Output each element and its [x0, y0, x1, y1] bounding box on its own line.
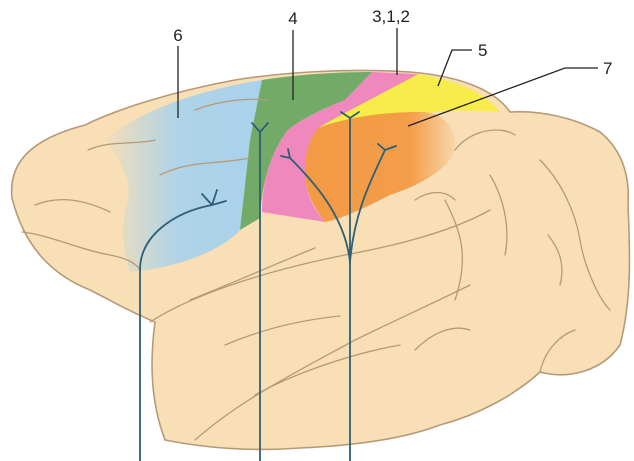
label-area-6: 6 — [173, 26, 182, 45]
label-area-5: 5 — [478, 41, 487, 60]
label-area-3-1-2: 3,1,2 — [372, 7, 410, 26]
label-area-7: 7 — [603, 59, 612, 78]
label-area-4: 4 — [288, 9, 297, 28]
